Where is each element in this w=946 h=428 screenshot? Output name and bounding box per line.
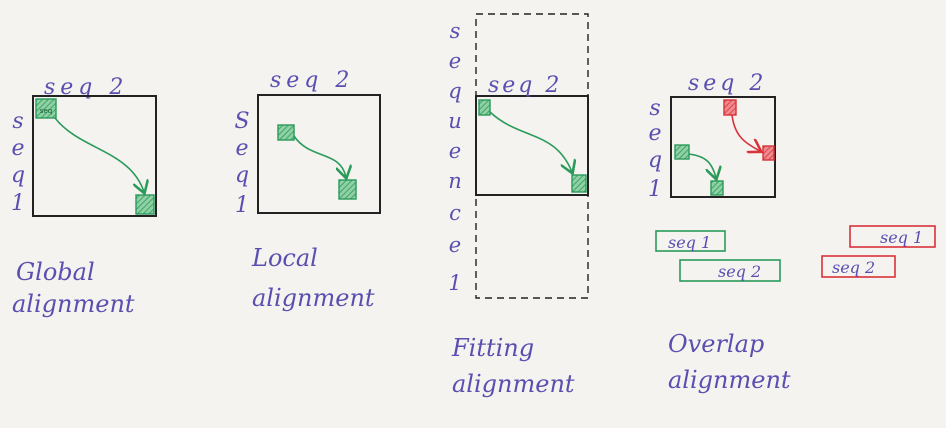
fitting-matrix: [475, 95, 589, 196]
global-side-label: s e q 1: [11, 109, 25, 216]
local-path-arrow: [293, 135, 346, 177]
local-side-char: q: [235, 163, 249, 188]
overlap-caption-line2: alignment: [668, 366, 791, 394]
fitting-caption-line2: alignment: [452, 370, 575, 398]
overlap-side-char: q: [648, 148, 662, 173]
fitting-path-arrow: [489, 111, 572, 172]
overlap-red-arrow: [731, 114, 760, 151]
fitting-side-char: u: [448, 109, 462, 133]
overlap-top-label: seq 2: [688, 71, 767, 96]
local-side-char: e: [235, 136, 248, 161]
local-caption-line2: alignment: [252, 284, 375, 312]
overlap-green-end-cell: [710, 180, 724, 196]
overlap-green-seq2-label: seq 2: [718, 262, 761, 281]
panel-overlap: seq 2 s e q 1 seq 1 seq 2 seq 1 seq 2 Ov…: [648, 71, 936, 394]
fitting-caption-line1: Fitting: [451, 334, 534, 362]
global-side-char: s: [12, 109, 23, 134]
overlap-red-start-cell: [723, 99, 737, 116]
fitting-top-label: seq 2: [488, 73, 562, 98]
fitting-side-char: 1: [448, 271, 461, 295]
fitting-dashed-frame: [475, 13, 589, 299]
fitting-side-char: e: [449, 139, 461, 163]
overlap-caption-line1: Overlap: [668, 330, 764, 358]
overlap-side-char: 1: [648, 177, 662, 202]
global-side-char: e: [11, 136, 24, 161]
fitting-side-char: q: [448, 79, 461, 103]
global-matrix: [32, 95, 157, 217]
fitting-side-char: c: [449, 201, 461, 225]
fitting-end-cell: [571, 174, 587, 193]
global-start-cell: [35, 98, 57, 119]
fitting-side-char: e: [449, 49, 461, 73]
overlap-red-seq2-bar: [821, 255, 896, 278]
panel-global: seq 2 s e q 1 seq Global alignment: [11, 75, 157, 318]
fitting-side-label: s e q u e n c e 1: [448, 19, 462, 295]
fitting-side-char: s: [450, 19, 461, 43]
overlap-red-seq1-label: seq 1: [880, 228, 923, 247]
overlap-green-seq1-bar: [655, 230, 726, 252]
global-side-char: q: [11, 163, 25, 188]
local-end-cell: [338, 179, 357, 200]
overlap-side-char: e: [648, 121, 661, 146]
local-side-char: 1: [235, 193, 249, 218]
global-caption-line1: Global: [16, 258, 95, 286]
overlap-matrix: [670, 96, 776, 198]
global-caption-line2: alignment: [12, 290, 135, 318]
global-path-arrow: [54, 117, 144, 192]
local-matrix: [257, 94, 381, 214]
local-caption-line1: Local: [251, 244, 318, 272]
overlap-side-char: s: [649, 96, 660, 121]
overlap-red-seq2-label: seq 2: [832, 258, 875, 277]
panel-local: seq 2 S e q 1 Local alignment: [234, 68, 381, 312]
overlap-side-label: s e q 1: [648, 96, 662, 202]
local-start-cell: [277, 124, 295, 141]
global-side-char: 1: [11, 191, 25, 216]
global-start-cell-label: seq: [40, 107, 52, 115]
overlap-green-arrow: [688, 153, 716, 178]
local-side-label: S e q 1: [234, 109, 249, 218]
panel-fitting: seq 2 s e q u e n c e 1 Fitting alignmen…: [448, 13, 589, 398]
local-side-char: S: [234, 109, 249, 134]
fitting-side-char: e: [449, 233, 461, 257]
overlap-green-seq1-label: seq 1: [668, 233, 711, 252]
overlap-red-end-cell: [762, 145, 775, 161]
local-top-label: seq 2: [270, 68, 354, 93]
fitting-start-cell: [478, 99, 491, 116]
fitting-side-char: n: [448, 169, 462, 193]
overlap-green-start-cell: [674, 144, 690, 160]
overlap-green-seq2-bar: [679, 259, 781, 282]
global-end-cell: [135, 194, 155, 215]
overlap-red-seq1-bar: [849, 225, 936, 248]
